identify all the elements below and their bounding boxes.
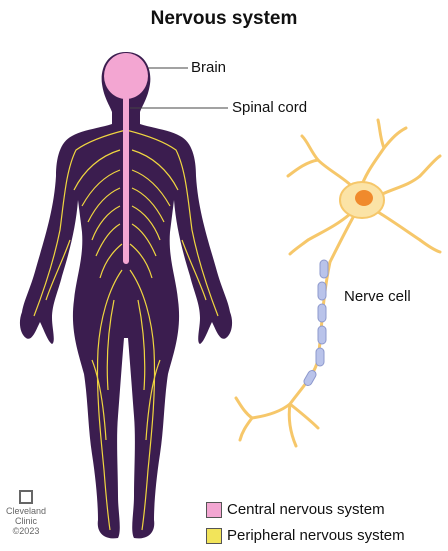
legend-item-peripheral: Peripheral nervous system <box>206 527 405 544</box>
label-spinal-cord: Spinal cord <box>232 99 307 116</box>
spinal-cord-shape <box>123 96 129 264</box>
neuron-nucleus <box>355 190 373 206</box>
legend-swatch-central <box>206 502 222 518</box>
logo-line2: Clinic <box>6 516 46 526</box>
logo-year: ©2023 <box>6 526 46 536</box>
legend-item-central: Central nervous system <box>206 501 385 518</box>
nerve-cell-illustration <box>236 120 440 446</box>
cleveland-clinic-logo: Cleveland Clinic ©2023 <box>6 490 46 536</box>
label-nerve-cell: Nerve cell <box>344 288 411 305</box>
legend-label-peripheral: Peripheral nervous system <box>227 527 405 544</box>
label-brain: Brain <box>191 59 226 76</box>
brain-shape <box>104 53 148 99</box>
diagram-title: Nervous system <box>0 8 448 30</box>
legend-label-central: Central nervous system <box>227 501 385 518</box>
logo-mark-icon <box>19 490 33 504</box>
legend-swatch-peripheral <box>206 528 222 544</box>
logo-line1: Cleveland <box>6 506 46 516</box>
